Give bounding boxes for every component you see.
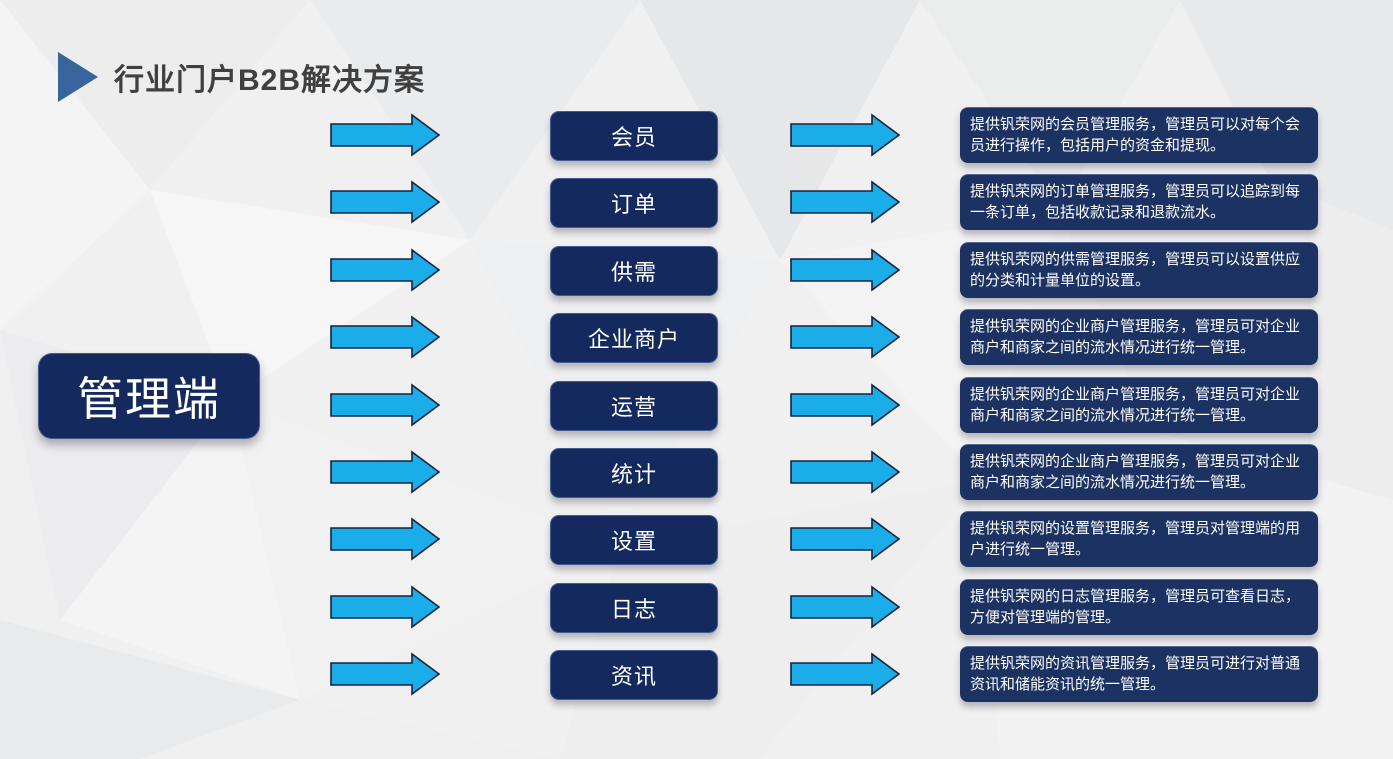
page-title: 行业门户B2B解决方案 (114, 64, 426, 97)
module-label: 会员 (610, 125, 657, 150)
module-label: 日志 (610, 596, 657, 622)
flow-row-member: 会员 提供钒荣网的会员管理服务，管理员可以对每个会员进行操作，包括用户的资金和提… (0, 107, 1393, 163)
module-box-member: 会员 (550, 111, 718, 161)
flow-arrow-icon (330, 113, 440, 157)
flow-arrow-icon (790, 113, 900, 157)
module-description: 提供钒荣网的资讯管理服务，管理员可进行对普通资讯和储能资讯的统一管理。 (960, 646, 1318, 702)
module-box-operation: 运营 (550, 380, 718, 431)
flow-row-supply-demand: 供需 提供钒荣网的供需管理服务，管理员可以设置供应的分类和计量单位的设置。 (0, 241, 1393, 298)
flow-arrow-icon (790, 180, 900, 224)
title-triangle-icon (58, 52, 98, 102)
module-box-statistics: 统计 (550, 447, 718, 498)
flow-arrow-icon (330, 315, 440, 359)
flow-row-log: 日志 提供钒荣网的日志管理服务，管理员可查看日志，方便对管理端的管理。 (0, 578, 1393, 635)
title-block: 行业门户B2B解决方案 (58, 52, 425, 102)
flow-arrow-icon (790, 517, 900, 561)
module-description: 提供钒荣网的设置管理服务，管理员对管理端的用户进行统一管理。 (960, 511, 1318, 568)
module-label: 设置 (610, 529, 657, 555)
module-label: 供需 (610, 259, 657, 285)
flow-row-order: 订单 提供钒荣网的订单管理服务，管理员可以追踪到每一条订单，包括收款记录和退款流… (0, 174, 1393, 231)
module-label: 企业商户 (587, 327, 680, 353)
flow-row-settings: 设置 提供钒荣网的设置管理服务，管理员对管理端的用户进行统一管理。 (0, 511, 1393, 568)
module-label: 运营 (610, 394, 657, 420)
module-box-enterprise-merchant: 企业商户 (550, 313, 718, 364)
flow-arrow-icon (330, 248, 440, 292)
module-description: 提供钒荣网的日志管理服务，管理员可查看日志，方便对管理端的管理。 (960, 578, 1318, 635)
flow-row-operation: 运营 提供钒荣网的企业商户管理服务，管理员可对企业商户和商家之间的流水情况进行统… (0, 376, 1393, 433)
module-description: 提供钒荣网的企业商户管理服务，管理员可对企业商户和商家之间的流水情况进行统一管理… (960, 376, 1318, 433)
flow-arrow-icon (330, 450, 440, 494)
flow-arrow-icon (330, 517, 440, 561)
module-description: 提供钒荣网的企业商户管理服务，管理员可对企业商户和商家之间的流水情况进行统一管理… (960, 443, 1318, 500)
flow-arrow-icon (790, 652, 900, 696)
module-description: 提供钒荣网的订单管理服务，管理员可以追踪到每一条订单，包括收款记录和退款流水。 (960, 174, 1318, 231)
flow-arrow-icon (790, 450, 900, 494)
module-label: 资讯 (610, 664, 657, 689)
module-box-supply-demand: 供需 (550, 245, 718, 296)
flow-arrow-icon (330, 652, 440, 696)
module-description: 提供钒荣网的供需管理服务，管理员可以设置供应的分类和计量单位的设置。 (960, 241, 1318, 298)
flow-arrow-icon (330, 180, 440, 224)
module-description: 提供钒荣网的会员管理服务，管理员可以对每个会员进行操作，包括用户的资金和提现。 (960, 107, 1318, 163)
flow-arrow-icon (330, 585, 440, 629)
flow-arrow-icon (790, 315, 900, 359)
module-label: 统计 (610, 461, 657, 487)
flow-arrow-icon (790, 382, 900, 427)
flow-arrow-icon (330, 382, 440, 427)
module-box-order: 订单 (550, 178, 718, 229)
flow-row-news: 资讯 提供钒荣网的资讯管理服务，管理员可进行对普通资讯和储能资讯的统一管理。 (0, 646, 1393, 702)
module-label: 订单 (610, 192, 657, 218)
flow-arrow-icon (790, 248, 900, 292)
flow-row-statistics: 统计 提供钒荣网的企业商户管理服务，管理员可对企业商户和商家之间的流水情况进行统… (0, 443, 1393, 500)
manager-side-box: 管理端 (38, 353, 260, 439)
module-box-settings: 设置 (550, 515, 718, 566)
module-box-news: 资讯 (550, 650, 718, 700)
flow-rows: 会员 提供钒荣网的会员管理服务，管理员可以对每个会员进行操作，包括用户的资金和提… (0, 107, 1393, 702)
module-description: 提供钒荣网的企业商户管理服务，管理员可对企业商户和商家之间的流水情况进行统一管理… (960, 309, 1318, 366)
module-box-log: 日志 (550, 582, 718, 633)
flow-arrow-icon (790, 585, 900, 629)
manager-side-label: 管理端 (77, 373, 221, 425)
flow-row-enterprise-merchant: 企业商户 提供钒荣网的企业商户管理服务，管理员可对企业商户和商家之间的流水情况进… (0, 309, 1393, 366)
